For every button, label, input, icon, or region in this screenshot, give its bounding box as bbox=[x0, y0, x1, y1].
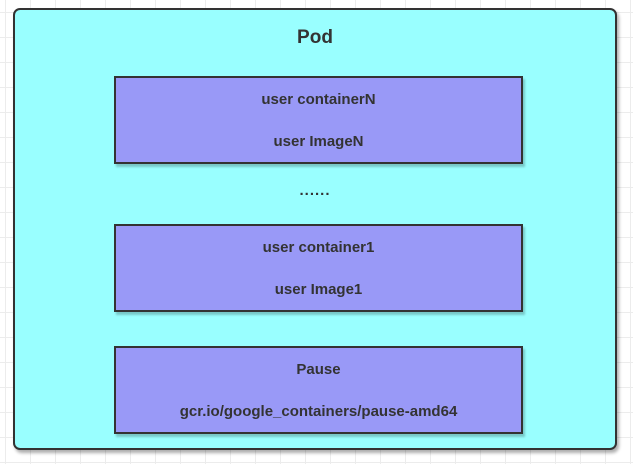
container-image-label: user ImageN bbox=[273, 133, 364, 150]
container-box-user1: user container1 user Image1 bbox=[114, 224, 523, 312]
container-box-pause: Pause gcr.io/google_containers/pause-amd… bbox=[114, 346, 523, 434]
pod-title: Pod bbox=[297, 27, 333, 48]
container-image-label: gcr.io/google_containers/pause-amd64 bbox=[179, 403, 458, 420]
ellipsis-label: ...... bbox=[299, 182, 331, 199]
container-box-userN: user containerN user ImageN bbox=[114, 76, 523, 164]
pod-shape: Pod user containerN user ImageN ...... u… bbox=[13, 8, 617, 450]
container-name-label: user containerN bbox=[261, 91, 376, 108]
container-name-label: user container1 bbox=[262, 239, 375, 256]
container-image-label: user Image1 bbox=[274, 281, 363, 298]
container-name-label: Pause bbox=[296, 361, 341, 378]
